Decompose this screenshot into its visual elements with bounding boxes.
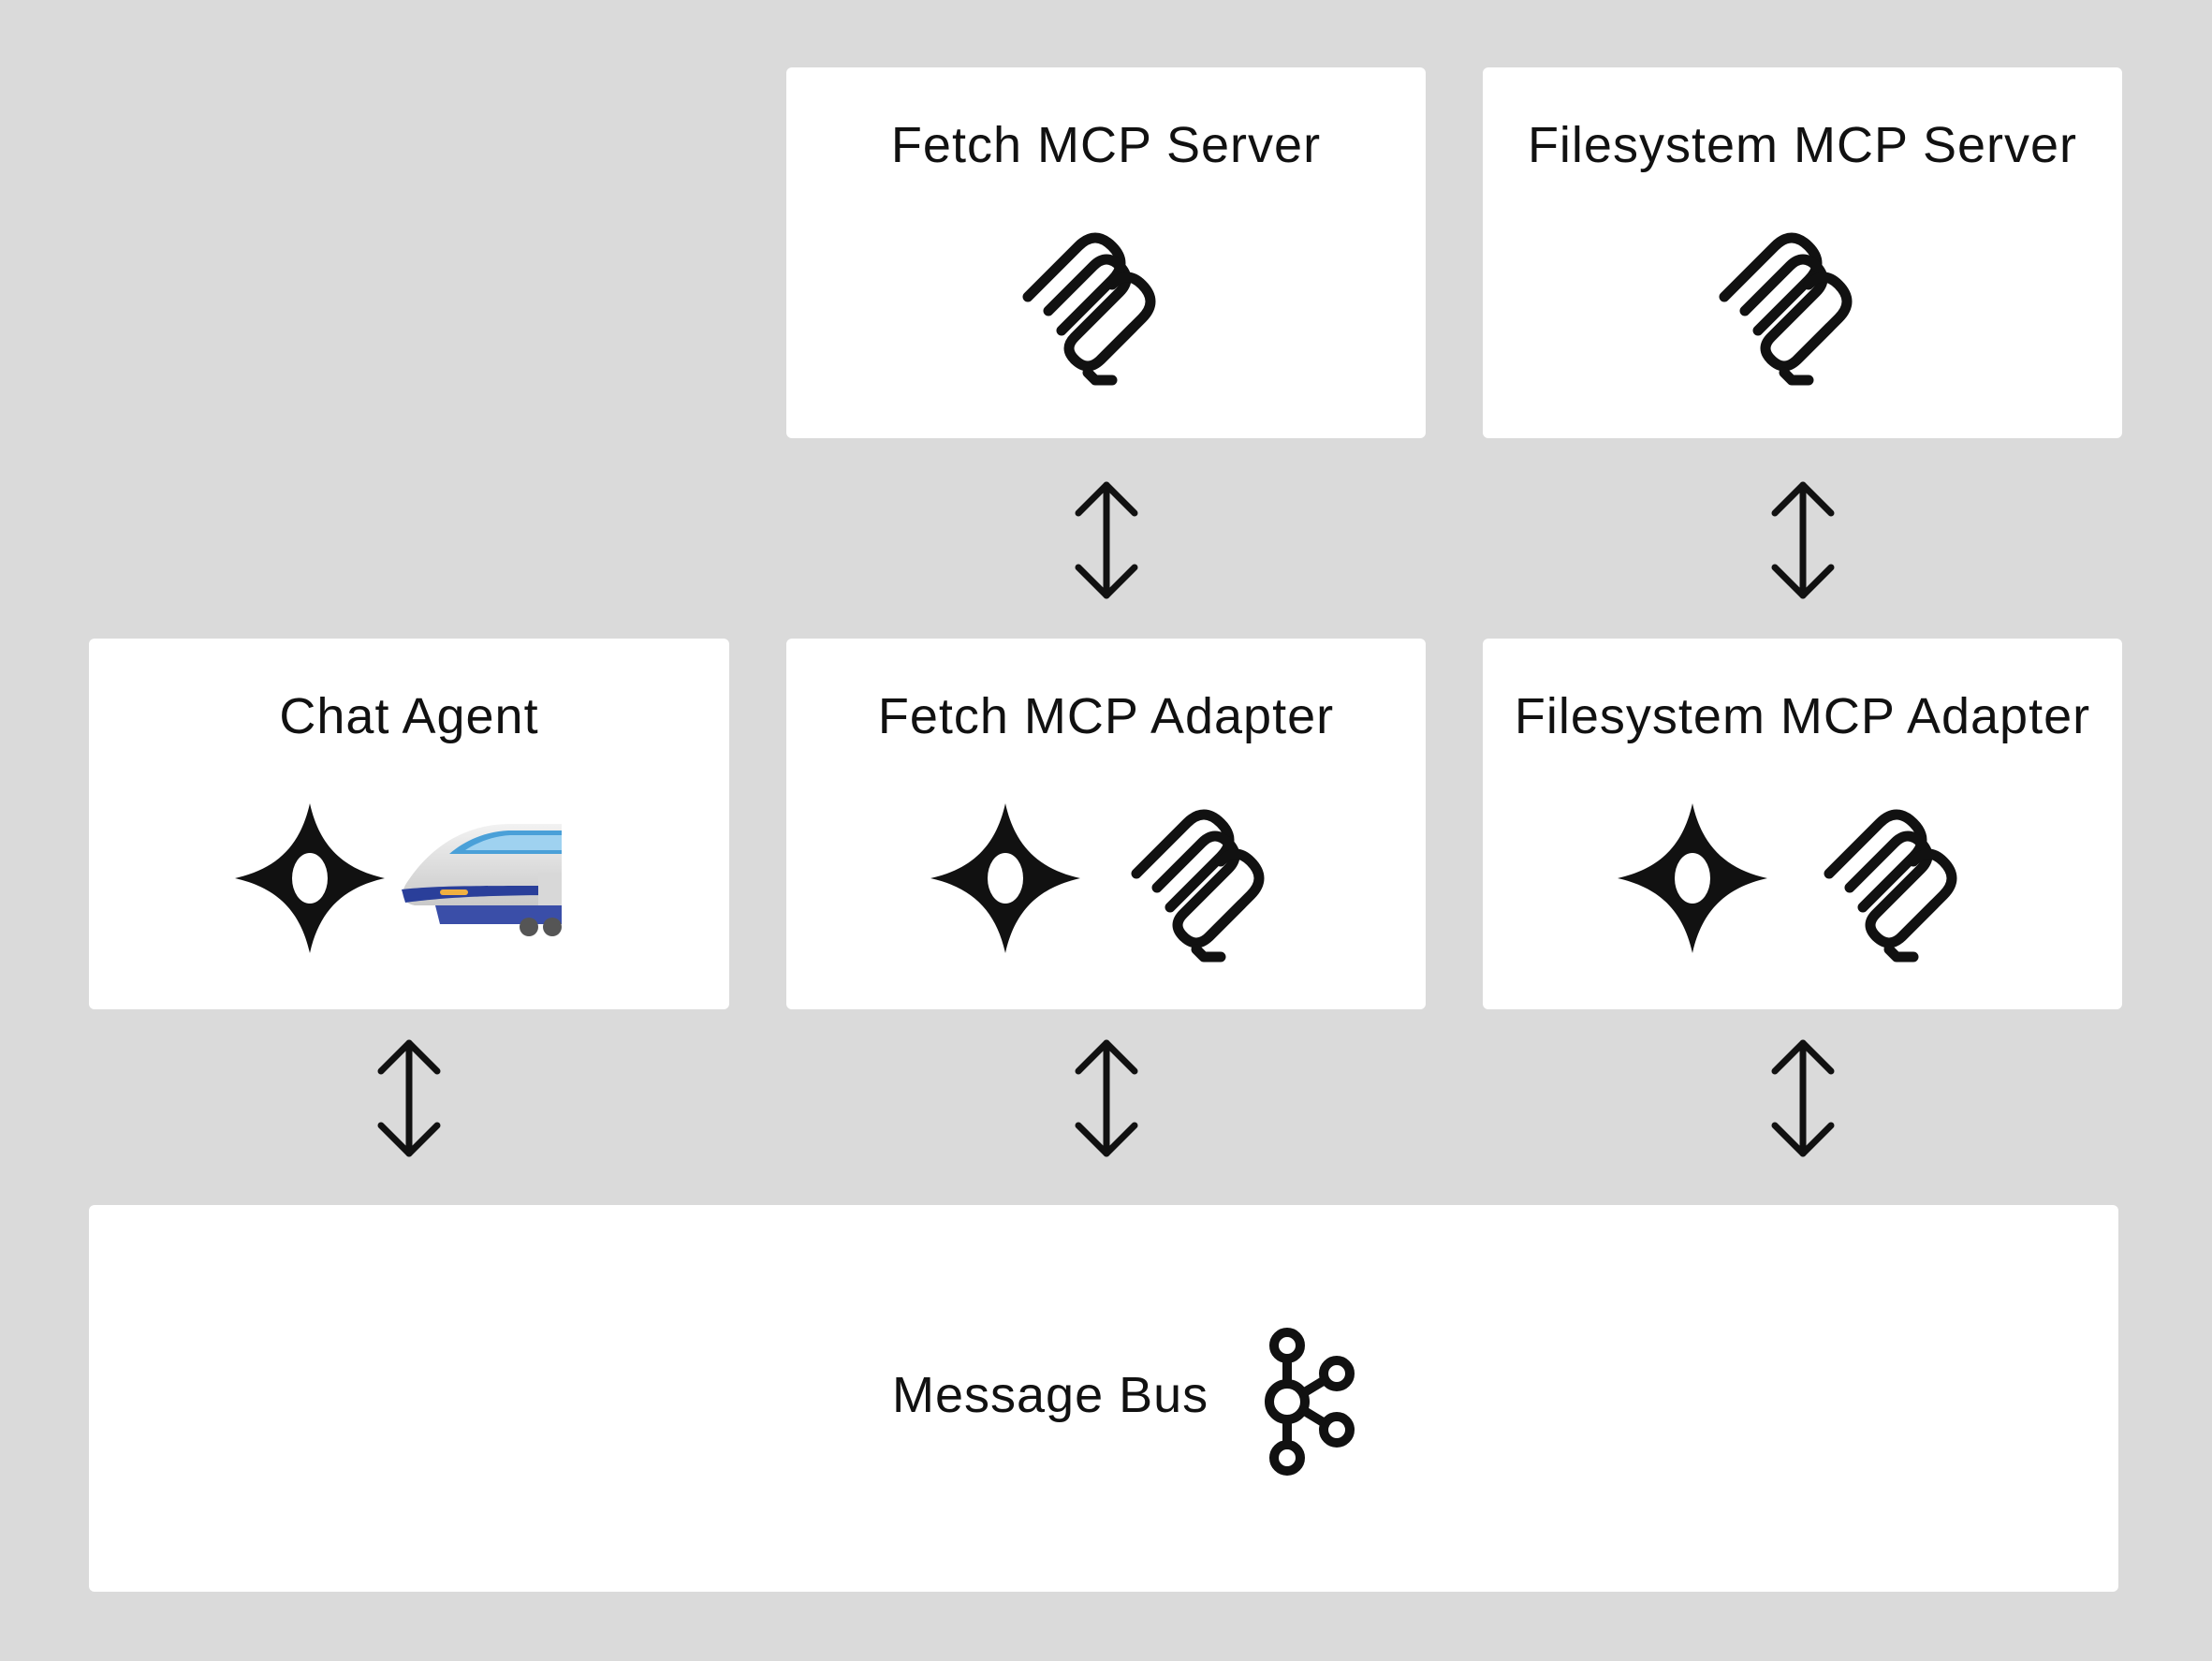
filesystem-mcp-adapter-title: Filesystem MCP Adapter bbox=[1514, 688, 2091, 744]
filesystem-mcp-adapter-box: Filesystem MCP Adapter bbox=[1483, 639, 2122, 1009]
kafka-icon bbox=[1265, 1328, 1355, 1476]
mcp-icon bbox=[1824, 803, 1964, 963]
bullet-train-icon bbox=[402, 824, 562, 936]
agent-star-icon bbox=[930, 803, 1080, 953]
bidirectional-arrow-icon bbox=[1770, 479, 1836, 601]
filesystem-mcp-server-title: Filesystem MCP Server bbox=[1527, 117, 2078, 173]
chat-agent-title: Chat Agent bbox=[279, 688, 539, 744]
filesystem-mcp-server-box: Filesystem MCP Server bbox=[1483, 67, 2122, 438]
fetch-mcp-server-title: Fetch MCP Server bbox=[890, 117, 1322, 173]
fetch-mcp-server-box: Fetch MCP Server bbox=[786, 67, 1426, 438]
agent-star-icon bbox=[1618, 803, 1767, 953]
fetch-mcp-adapter-box: Fetch MCP Adapter bbox=[786, 639, 1426, 1009]
bidirectional-arrow-icon bbox=[376, 1037, 442, 1159]
chat-agent-box: Chat Agent bbox=[89, 639, 729, 1009]
bidirectional-arrow-icon bbox=[1074, 479, 1139, 601]
message-bus-box: Message Bus bbox=[89, 1205, 2118, 1592]
fetch-mcp-adapter-title: Fetch MCP Adapter bbox=[877, 688, 1335, 744]
agent-star-icon bbox=[235, 803, 385, 953]
mcp-icon bbox=[1719, 227, 1859, 386]
message-bus-title: Message Bus bbox=[892, 1367, 1209, 1423]
bidirectional-arrow-icon bbox=[1770, 1037, 1836, 1159]
bidirectional-arrow-icon bbox=[1074, 1037, 1139, 1159]
mcp-icon bbox=[1131, 803, 1271, 963]
mcp-icon bbox=[1022, 227, 1163, 386]
